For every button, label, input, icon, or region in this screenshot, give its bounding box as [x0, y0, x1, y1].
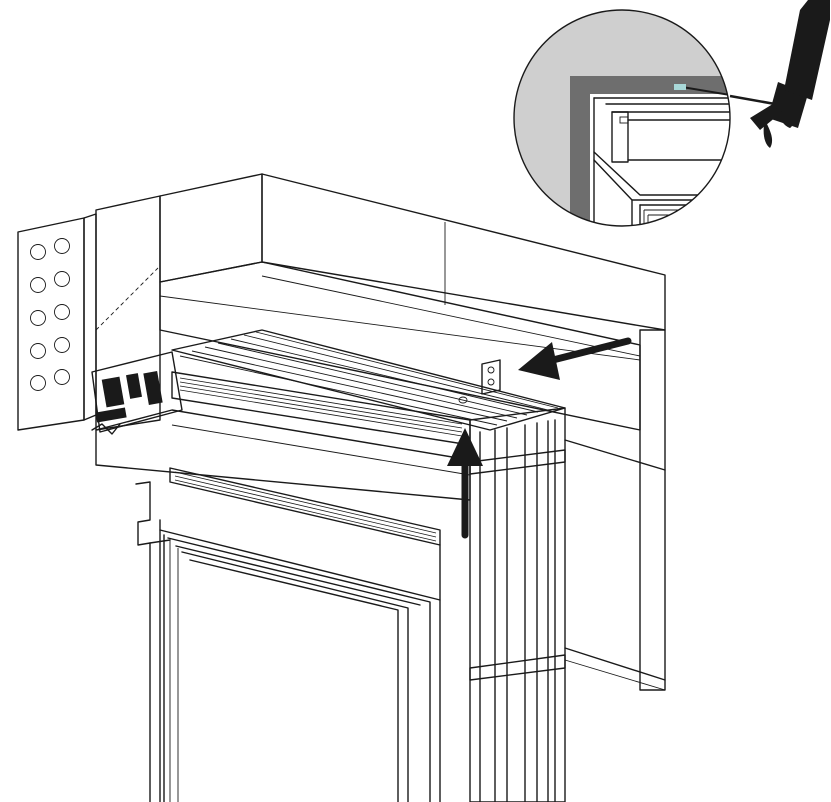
fixing-bracket	[458, 359, 501, 404]
plate-holes	[30, 238, 70, 391]
profile-end-cap	[91, 351, 183, 435]
wall-block	[95, 173, 666, 691]
arrow-left-icon	[518, 337, 632, 380]
screwdriver-icon	[729, 0, 830, 148]
window-frame	[135, 467, 441, 802]
detail-magnifier	[513, 9, 731, 227]
arrow-up-icon	[447, 428, 483, 539]
guide-rails	[469, 407, 566, 802]
rail-hatching	[179, 377, 463, 437]
slat-lines	[179, 331, 559, 426]
mounting-plate	[17, 213, 159, 431]
